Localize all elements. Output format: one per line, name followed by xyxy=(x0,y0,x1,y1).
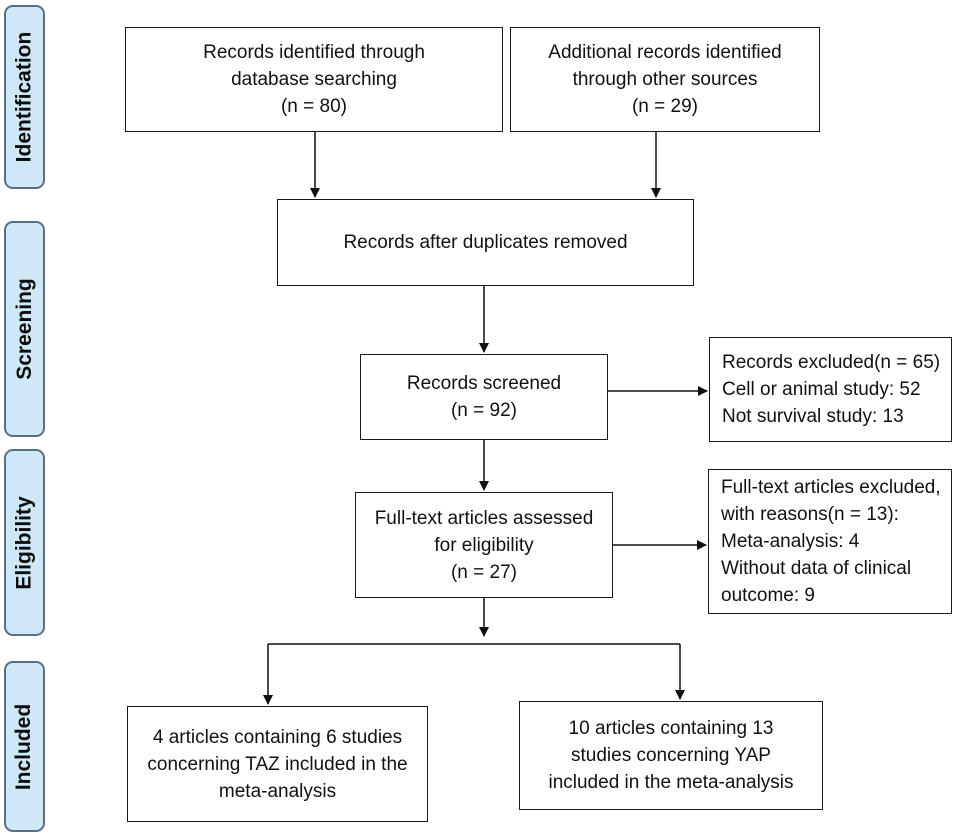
stage-identification: Identification xyxy=(4,5,45,189)
box-other-sources: Additional records identified through ot… xyxy=(510,27,820,132)
box-records-excluded: Records excluded(n = 65) Cell or animal … xyxy=(709,337,952,442)
stage-screening: Screening xyxy=(4,221,45,437)
box-duplicates-removed: Records after duplicates removed xyxy=(277,199,694,286)
box-yap-included: 10 articles containing 13 studies concer… xyxy=(519,701,823,810)
box-fulltext-assessed: Full-text articles assessed for eligibil… xyxy=(355,492,613,598)
stage-included: Included xyxy=(4,661,45,832)
stage-eligibility: Eligibility xyxy=(4,449,45,636)
box-fulltext-excluded: Full-text articles excluded, with reason… xyxy=(708,469,952,614)
box-records-screened: Records screened (n = 92) xyxy=(360,354,608,440)
box-taz-included: 4 articles containing 6 studies concerni… xyxy=(127,706,428,822)
box-database-search: Records identified through database sear… xyxy=(125,27,503,132)
